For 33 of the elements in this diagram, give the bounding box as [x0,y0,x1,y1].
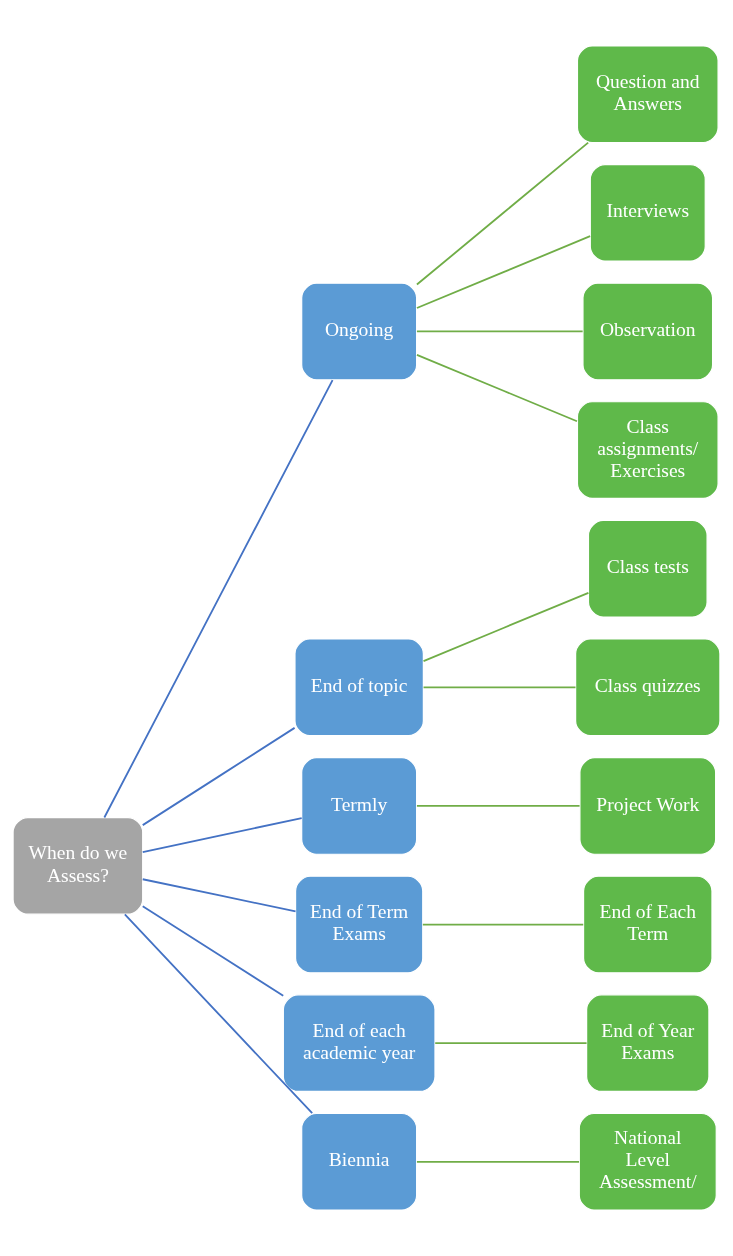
connector [434,1042,588,1045]
connector [416,353,578,423]
connector [141,905,285,997]
node-box: Class quizzes [575,638,721,737]
node-box: End of each academic year [282,994,436,1093]
connector [416,235,592,309]
connector [141,817,303,854]
connector [416,141,590,286]
node-box: End of topic [294,638,424,737]
connector [422,591,590,663]
connector [416,330,584,333]
connector [416,805,581,807]
node-box: Biennia [301,1112,418,1211]
connector [141,726,296,827]
node-box: Class tests [587,519,708,618]
node-box: Question and Answers [576,45,719,144]
connector [422,686,577,689]
node-box: Class assignments/ Exercises [576,401,719,499]
node-box: Termly [301,757,418,855]
connector [103,379,334,819]
node-box: Ongoing [301,282,418,381]
node-box: When do we Assess? [12,816,144,915]
node-box: Interviews [589,163,706,262]
node-box: Observation [582,282,714,381]
connector [421,923,585,926]
node-box: End of Each Term [582,875,713,974]
node-box: Project Work [579,757,717,855]
node-box: End of Term Exams [294,875,424,974]
node-box: End of Year Exams [586,994,710,1093]
connector [123,913,314,1115]
connector [416,1160,580,1163]
connector [141,878,297,913]
node-box: National Level Assessment/ [578,1112,717,1211]
